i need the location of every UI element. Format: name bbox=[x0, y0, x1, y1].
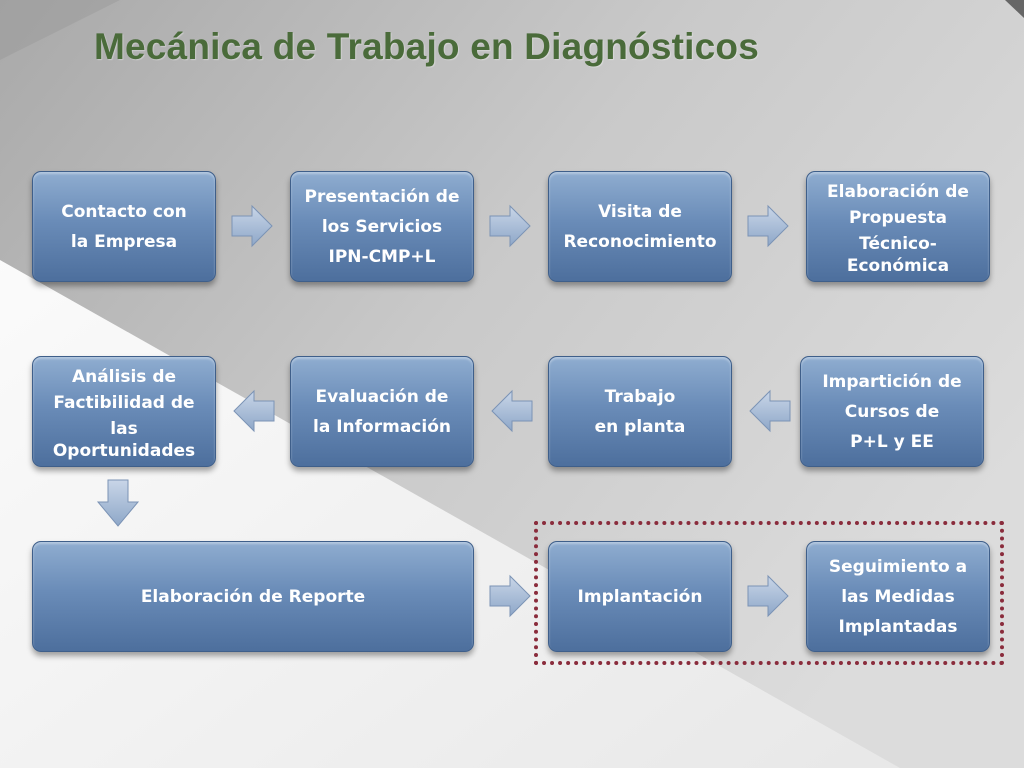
step-reporte: Elaboración de Reporte bbox=[32, 541, 474, 652]
arrow-right-icon bbox=[489, 574, 531, 618]
arrow-right-icon bbox=[231, 204, 273, 248]
arrow-down-icon bbox=[96, 479, 140, 527]
corner-marker bbox=[1005, 0, 1024, 18]
step-implantacion: Implantación bbox=[548, 541, 732, 652]
arrow-right-icon bbox=[747, 204, 789, 248]
arrow-right-icon bbox=[747, 574, 789, 618]
arrow-left-icon bbox=[491, 389, 533, 433]
page-title: Mecánica de Trabajo en Diagnósticos bbox=[94, 26, 759, 67]
arrow-left-icon bbox=[233, 389, 275, 433]
arrow-right-icon bbox=[489, 204, 531, 248]
arrow-left-icon bbox=[749, 389, 791, 433]
highlight-dotted-frame bbox=[534, 521, 1004, 665]
